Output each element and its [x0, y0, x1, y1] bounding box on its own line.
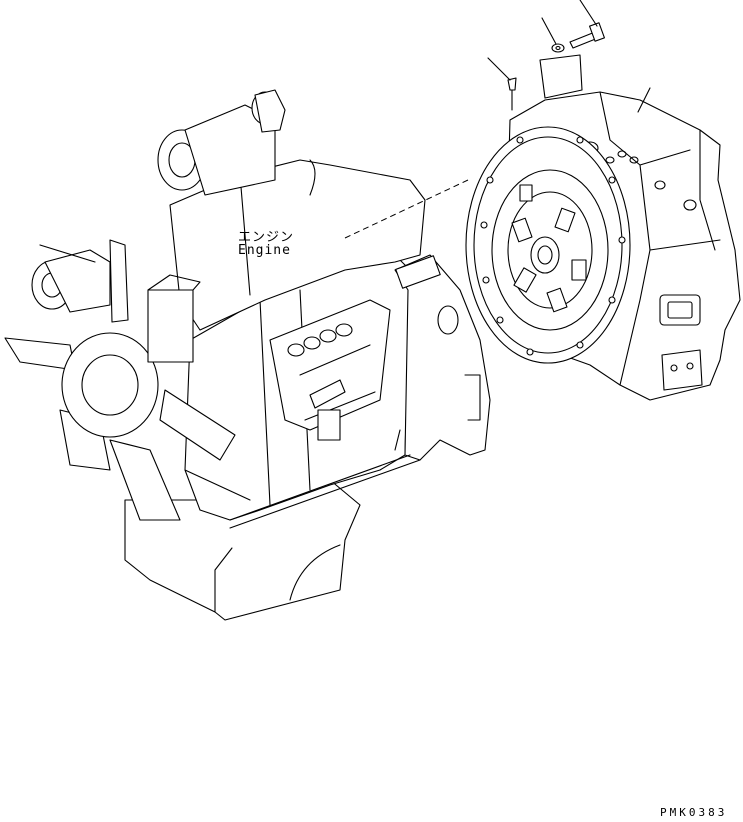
engine-label-english: Engine	[238, 243, 291, 258]
turbocharger	[157, 89, 286, 196]
engine-assembly	[4, 89, 491, 621]
dowel-pin-part	[487, 57, 517, 111]
washer-leader	[541, 17, 557, 45]
engine-label-japanese: エンジン	[238, 230, 295, 245]
cooling-fan	[4, 239, 236, 521]
flywheel-housing	[394, 254, 491, 461]
bolt-leader	[579, 0, 598, 27]
transmission-assembly	[465, 54, 741, 401]
bolt-part	[569, 0, 605, 49]
fan-blade	[4, 337, 76, 371]
fan-blade	[109, 239, 129, 323]
drawing-code: PMK0383	[660, 806, 728, 819]
fan-blade	[109, 439, 181, 521]
housing-bolts	[480, 136, 626, 356]
case-leader	[637, 87, 651, 113]
washer-part	[541, 17, 565, 53]
top-bracket	[539, 54, 583, 99]
fan-blade	[159, 389, 236, 461]
pin-leader	[487, 57, 511, 81]
injection-pump	[269, 299, 391, 441]
fasteners	[487, 0, 651, 113]
flex-plate	[491, 169, 609, 331]
alternator	[31, 244, 111, 313]
inspection-cover	[659, 294, 703, 391]
cylinder-head	[169, 159, 426, 331]
rear-leader-dash	[344, 179, 469, 239]
